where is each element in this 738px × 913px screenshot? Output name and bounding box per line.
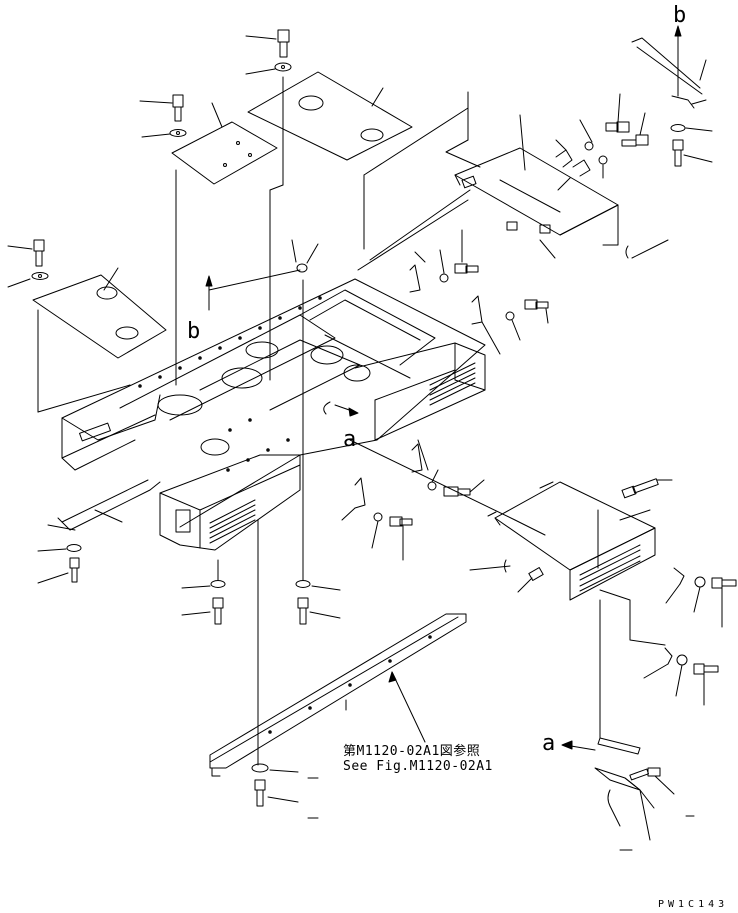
washer-mid xyxy=(291,239,319,273)
marker-a-bottom: a xyxy=(542,731,555,756)
bolt-top-left xyxy=(139,94,223,138)
bolt-bottom-1 xyxy=(181,559,226,625)
stay-bottom-right xyxy=(561,599,695,851)
clip-mid-2 xyxy=(471,295,549,355)
rod-left xyxy=(47,479,161,531)
bolt-right-box-top xyxy=(621,478,673,499)
cover-plate-top-left xyxy=(171,121,278,185)
clip-mid-1 xyxy=(409,229,479,293)
arrow-a-mid xyxy=(323,401,359,417)
main-frame xyxy=(61,278,486,551)
vent-rear xyxy=(429,362,476,406)
right-box xyxy=(487,481,656,601)
clip-right-box xyxy=(469,559,544,593)
cover-plate-left xyxy=(32,267,167,359)
reference-note-jp: 第M1120-02A1図参照 xyxy=(343,744,481,759)
vent-right xyxy=(579,544,641,592)
bolt-bottom-2 xyxy=(295,279,341,625)
bottom-rail xyxy=(209,613,467,777)
bracket-top-right xyxy=(454,114,669,259)
bolt-left xyxy=(7,239,49,288)
vent-front xyxy=(175,499,256,544)
bracket-bolts-right xyxy=(599,567,737,706)
bolts-top-right-cluster xyxy=(555,93,649,191)
clip-mid-3 xyxy=(411,439,485,497)
cover-plate-top-center xyxy=(247,71,413,161)
figure-code: PW1C143 xyxy=(658,899,729,910)
marker-a-mid: a xyxy=(343,427,356,452)
bolt-bottom-3 xyxy=(251,519,319,819)
bolt-top-right xyxy=(670,124,713,167)
bolt-left-bottom xyxy=(37,544,82,584)
marker-b-top: b xyxy=(673,3,686,28)
marker-b-mid: b xyxy=(187,319,200,344)
clip-front-1 xyxy=(341,477,413,561)
bolt-top-center xyxy=(245,29,292,75)
reference-note-en: See Fig.M1120-02A1 xyxy=(343,759,493,774)
rod-top-right xyxy=(631,25,707,109)
